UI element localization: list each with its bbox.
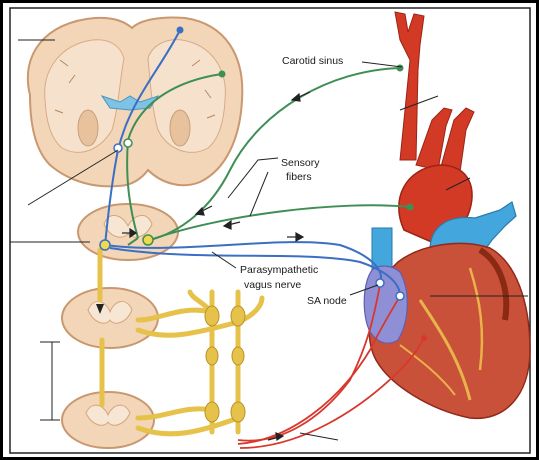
sensory-fibers-label-line2: fibers <box>286 171 312 183</box>
sensory-fibers-label-line1: Sensory <box>281 157 320 169</box>
sa-node-label: SA node <box>307 295 347 307</box>
parasympathetic-label-line1: Parasympathetic <box>240 264 318 276</box>
medulla-section <box>78 204 178 260</box>
parasympathetic-label-line2: vagus nerve <box>244 279 301 291</box>
carotid-sinus-label: Carotid sinus <box>282 55 343 67</box>
brain-section <box>28 17 242 186</box>
